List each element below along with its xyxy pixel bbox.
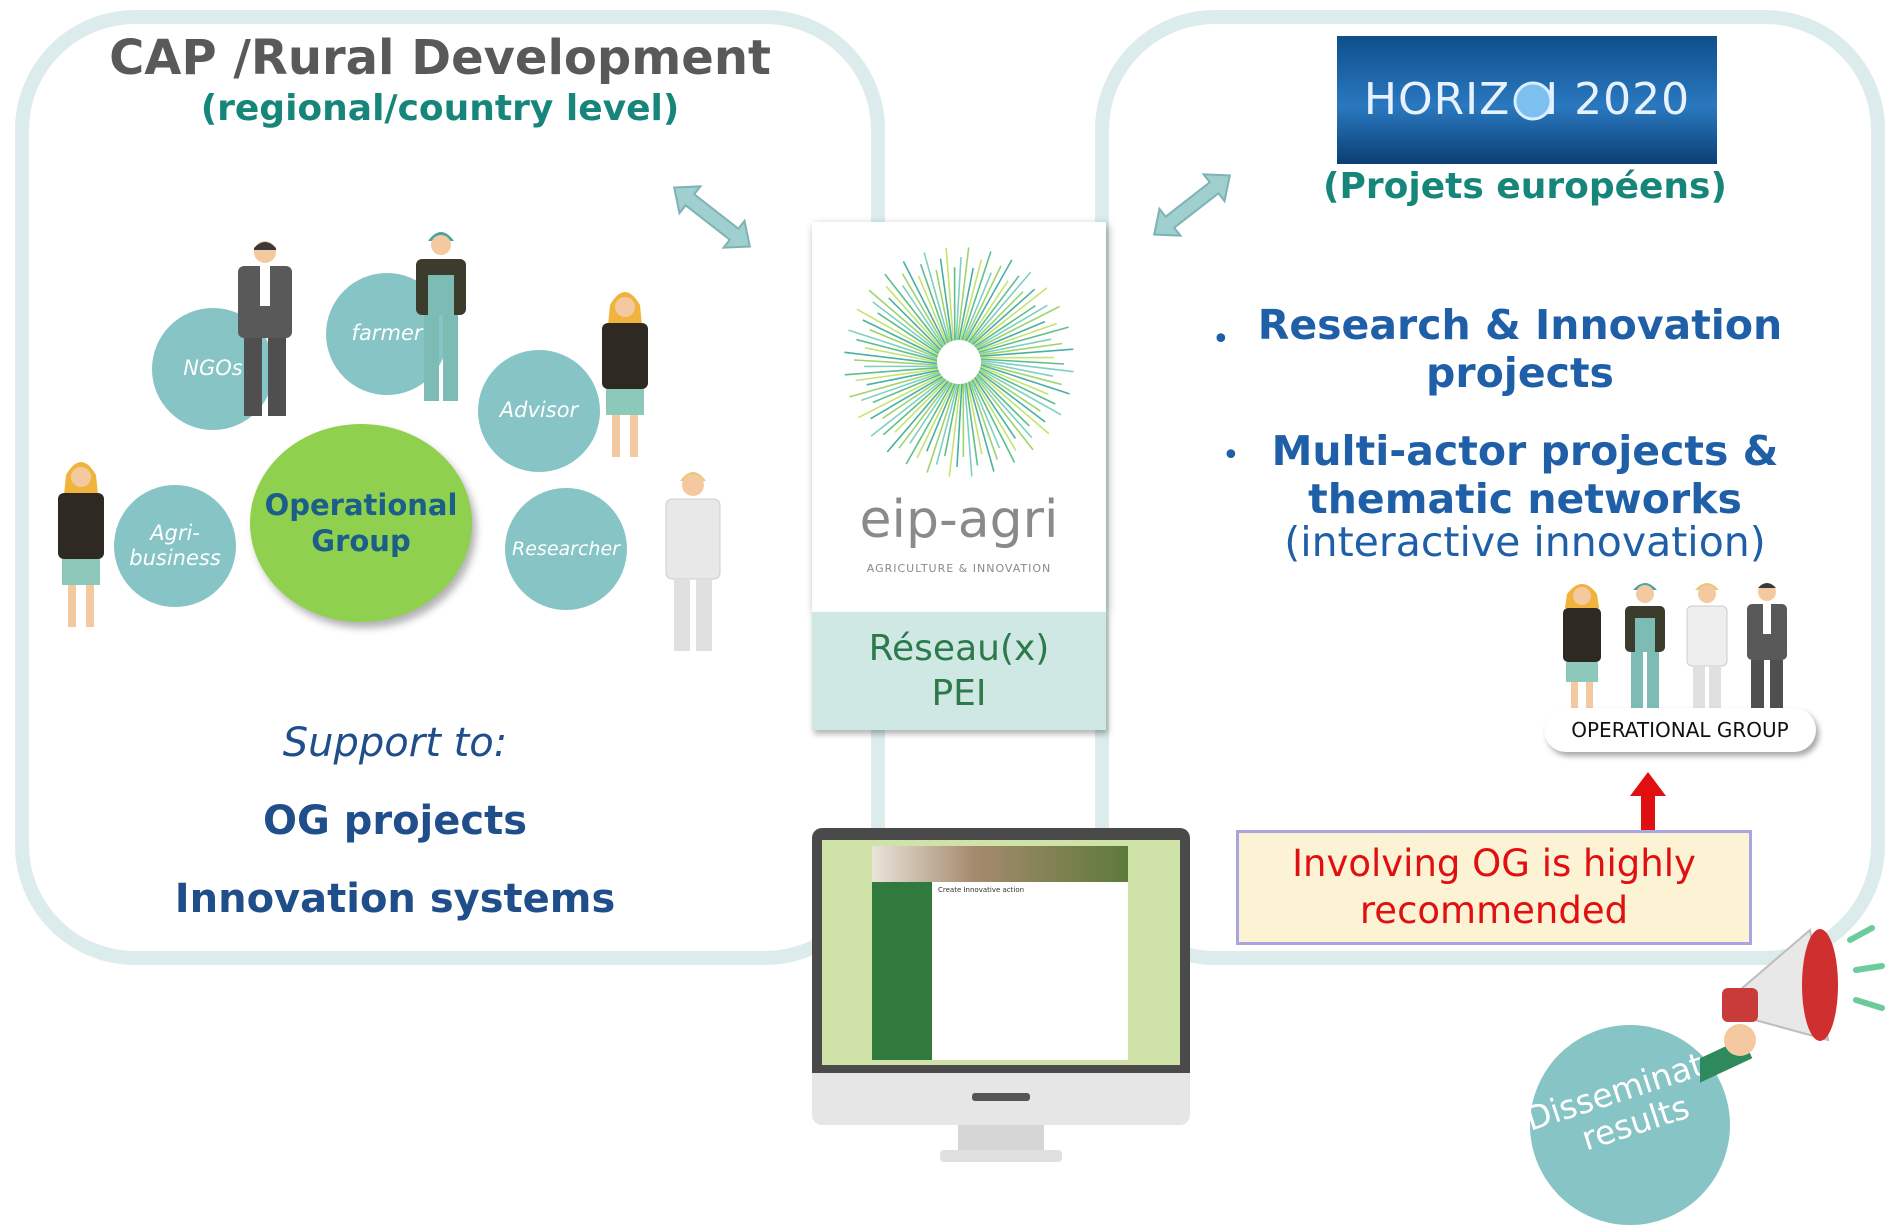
double-arrow-right-icon bbox=[1142, 160, 1242, 250]
bullet-multi-actor: Multi-actor projects & thematic networks bbox=[1240, 428, 1810, 524]
horizon-2020-banner: HORIZ N 2020 bbox=[1337, 36, 1717, 164]
left-subtitle: (regional/country level) bbox=[60, 88, 820, 129]
reseau-line-2: PEI bbox=[812, 671, 1106, 716]
eip-agri-logo-text: eip-agri bbox=[812, 490, 1106, 550]
left-title: CAP /Rural Development bbox=[60, 30, 820, 86]
person-agribusiness-icon bbox=[48, 455, 114, 630]
screen-header-image bbox=[872, 846, 1128, 882]
monitor-screen-frame: Create Innovative action bbox=[812, 828, 1190, 1073]
monitor-logo-bar bbox=[972, 1093, 1030, 1101]
reseau-pei-box: Réseau(x) PEI bbox=[812, 612, 1106, 730]
support-label: Support to: bbox=[150, 720, 640, 766]
person-advisor-icon bbox=[592, 285, 658, 460]
screen-content: Create Innovative action bbox=[932, 882, 1128, 1060]
bullet-dot-1: • bbox=[1212, 322, 1230, 357]
monitor-screen: Create Innovative action bbox=[822, 840, 1180, 1065]
bubble-researcher: Researcher bbox=[505, 488, 627, 610]
reseau-line-1: Réseau(x) bbox=[812, 626, 1106, 671]
burst-ray bbox=[871, 377, 943, 419]
note-text: Involving OG is highly recommended bbox=[1239, 841, 1749, 934]
bullet-interactive-innovation: (interactive innovation) bbox=[1240, 518, 1810, 566]
person-suit-icon bbox=[230, 238, 300, 420]
person-researcher-icon bbox=[658, 465, 728, 655]
double-arrow-left-icon bbox=[662, 172, 762, 262]
person-farmer-icon bbox=[408, 225, 474, 405]
bubble-advisor: Advisor bbox=[478, 350, 600, 472]
operational-group-label: OPERATIONAL GROUP bbox=[1544, 708, 1816, 752]
globe-icon bbox=[1512, 80, 1554, 122]
screen-heading: Create Innovative action bbox=[932, 882, 1128, 898]
eip-agri-card: eip-agri AGRICULTURE & INNOVATION bbox=[812, 222, 1106, 612]
eip-agri-burst-logo-icon bbox=[839, 242, 1079, 482]
operational-group-bubble: Operational Group bbox=[250, 424, 472, 622]
eip-agri-tagline: AGRICULTURE & INNOVATION bbox=[812, 562, 1106, 575]
burst-ray bbox=[902, 274, 944, 346]
support-item-og-projects: OG projects bbox=[150, 798, 640, 844]
monitor-chin bbox=[812, 1073, 1190, 1125]
screen-sidebar bbox=[872, 882, 932, 1060]
megaphone-icon bbox=[1700, 900, 1898, 1100]
operational-group-people-icon bbox=[1555, 578, 1815, 718]
bubble-agri-business: Agri- business bbox=[114, 485, 236, 607]
right-subtitle: (Projets européens) bbox=[1290, 166, 1760, 207]
burst-ray bbox=[976, 305, 1048, 347]
monitor-stand bbox=[940, 1150, 1062, 1162]
involving-og-note: Involving OG is highly recommended bbox=[1236, 830, 1752, 945]
support-item-innovation-systems: Innovation systems bbox=[100, 876, 690, 922]
burst-center bbox=[943, 346, 975, 378]
burst-ray bbox=[974, 379, 1016, 451]
red-up-arrow-icon bbox=[1628, 770, 1668, 832]
bullet-research-innovation: Research & Innovation projects bbox=[1230, 302, 1810, 398]
bullet-dot-2: • bbox=[1222, 438, 1240, 473]
